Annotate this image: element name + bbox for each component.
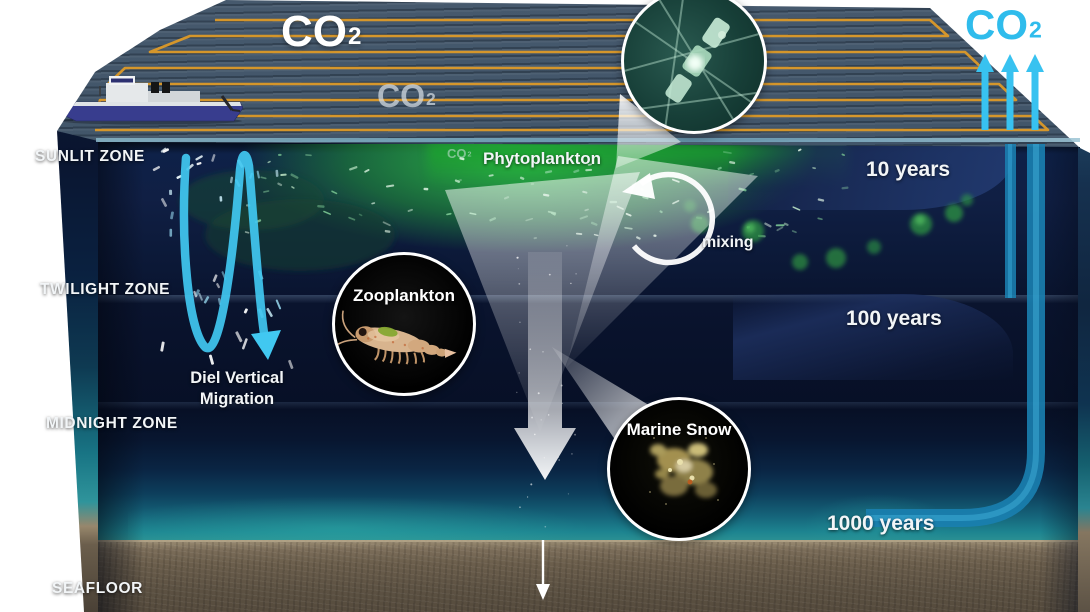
seafloor-sediment	[98, 540, 1080, 612]
mixing-label: mixing	[702, 234, 754, 251]
marine-snow-inset: Marine Snow	[607, 397, 751, 541]
diel-vertical-migration-label: Diel Vertical Migration	[190, 369, 284, 408]
waterline-rim	[96, 138, 1080, 142]
timescale-1000-years-label: 1000 years	[827, 512, 935, 535]
timescale-10-years-label: 10 years	[866, 158, 951, 181]
marine-snow-art	[649, 437, 719, 505]
krill-art	[335, 310, 457, 365]
seafloor-label: SEAFLOOR	[52, 580, 143, 597]
zooplankton-inset: Zooplankton	[332, 252, 476, 396]
marine-snow-label: Marine Snow	[626, 420, 732, 439]
zooplankton-label: Zooplankton	[353, 286, 455, 305]
research-vessel	[57, 76, 244, 125]
right-edge-shade	[1040, 142, 1080, 612]
timescale-100-years-label: 100 years	[846, 307, 942, 330]
midnight-zone-label: MIDNIGHT ZONE	[46, 415, 178, 432]
sunlit-zone-label: SUNLIT ZONE	[35, 148, 145, 165]
phytoplankton-bloom-label: Phytoplankton	[483, 149, 602, 168]
left-edge-shade	[98, 142, 144, 612]
twilight-zone-label: TWILIGHT ZONE	[40, 281, 171, 298]
